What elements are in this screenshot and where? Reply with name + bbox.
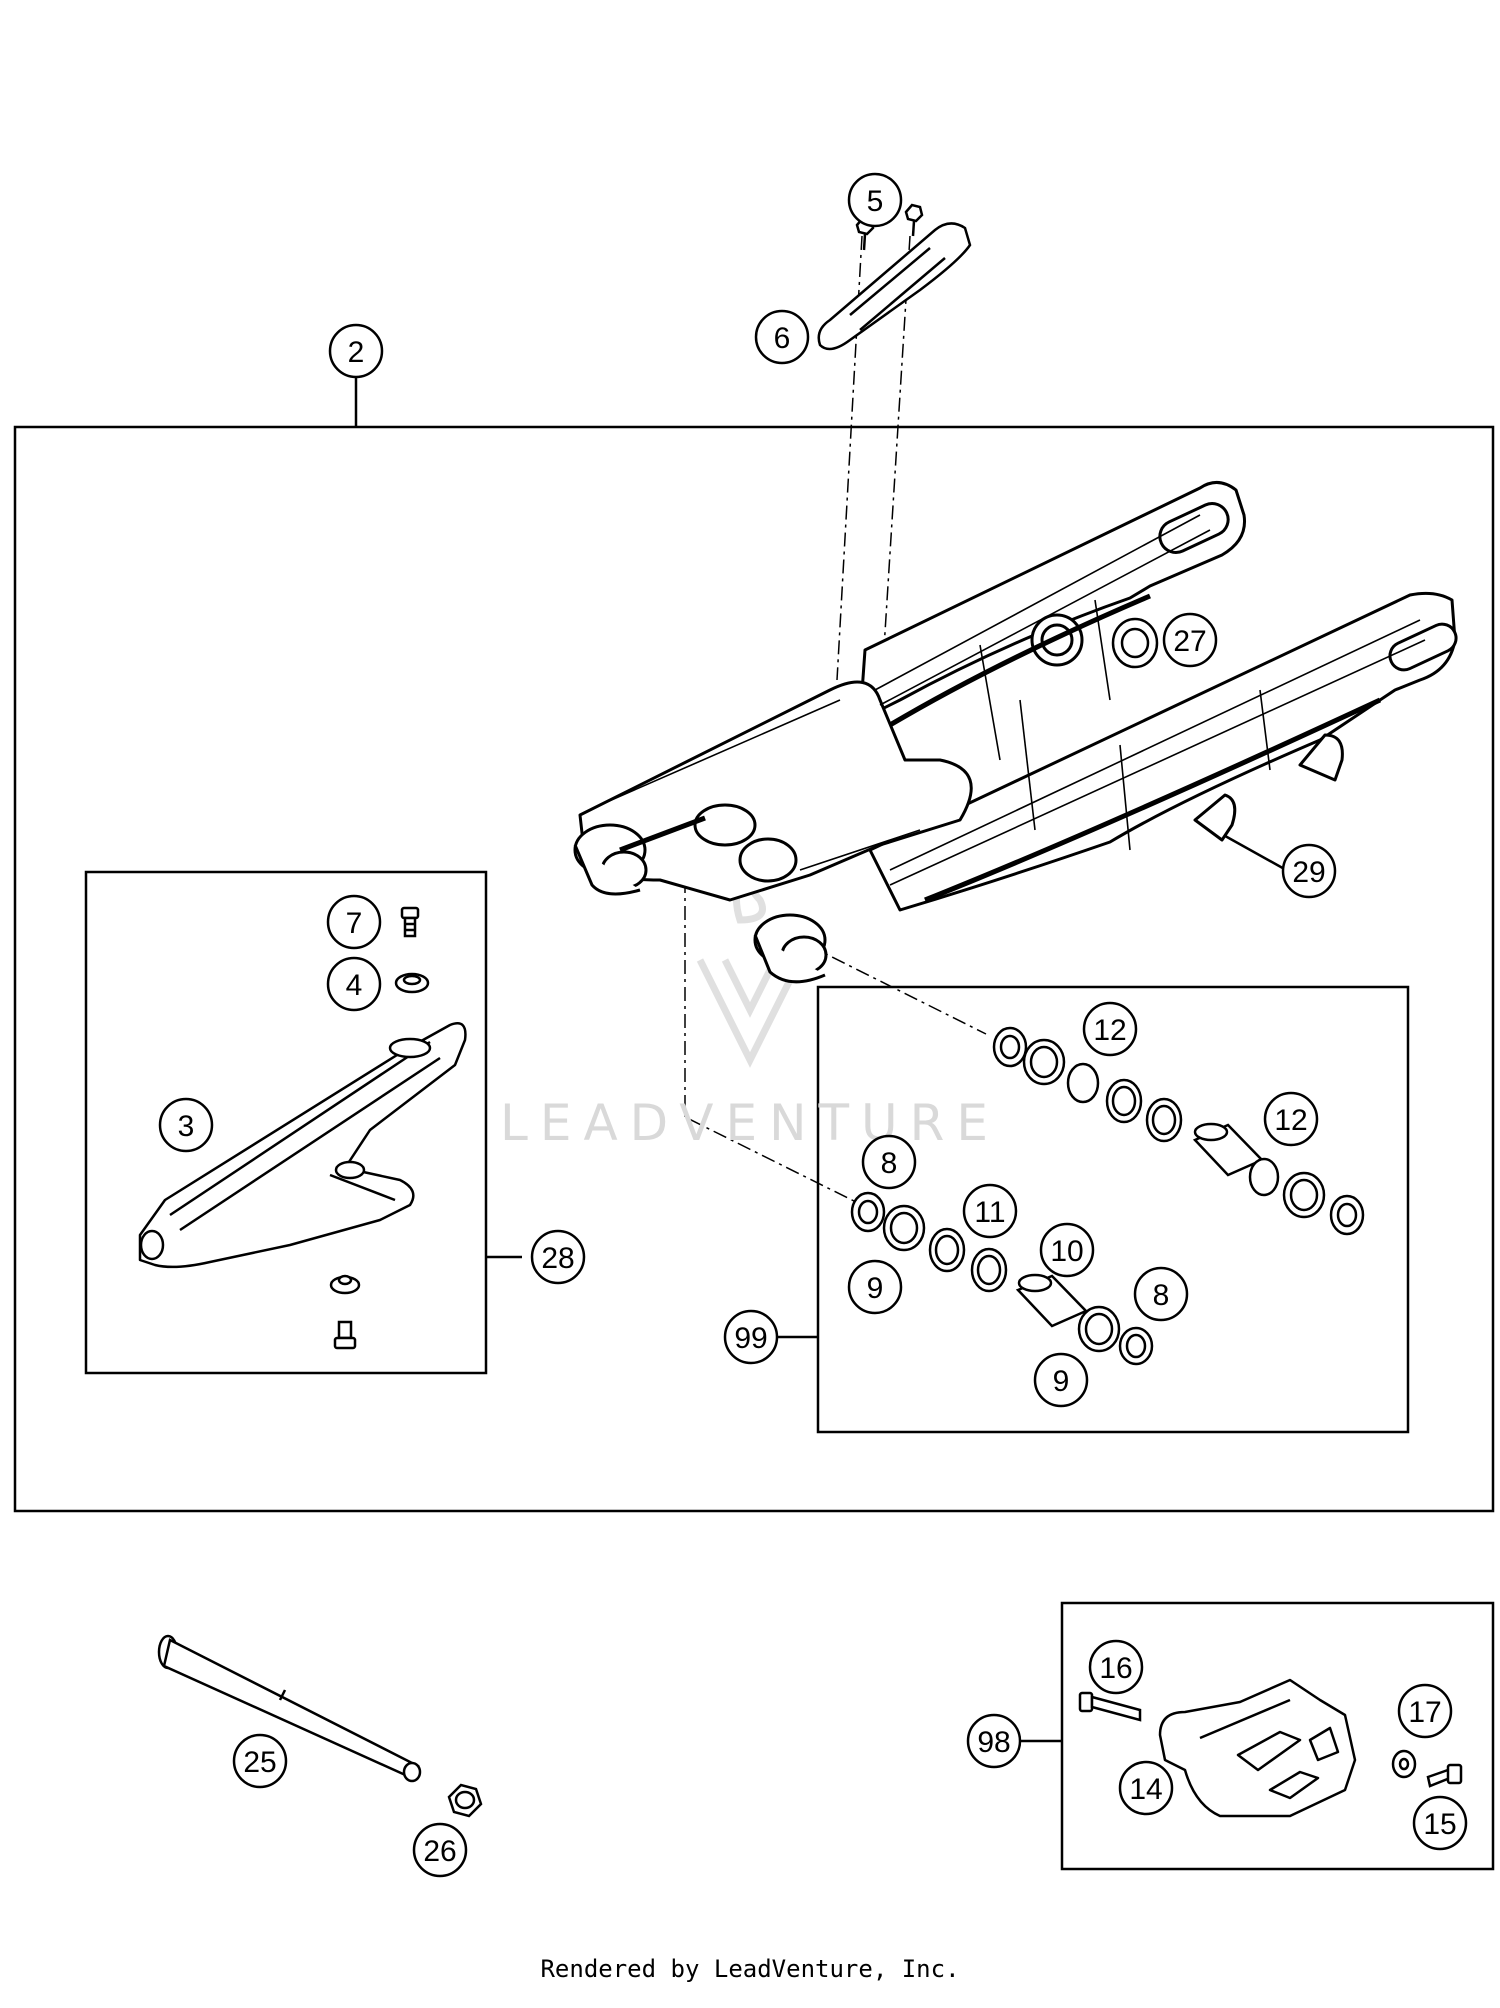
bearing-kit-lower-parts [850,1191,1154,1366]
callout-27: 27 [1173,625,1206,658]
swingarm-drawing [573,481,1458,984]
callout-98: 98 [977,1726,1010,1759]
callout-7: 7 [346,907,363,940]
chain-guide-14-drawing [1158,1678,1357,1818]
washer-4-drawing [394,972,430,994]
lower-washer-drawing [329,1274,361,1295]
box-chain-guide-kit [1060,1601,1495,1871]
box-bearing-kit [816,985,1410,1434]
callout-12: 12 [1274,1104,1307,1137]
footer-credit: Rendered by LeadVenture, Inc. [540,1955,960,1983]
nut-26-drawing [447,1783,483,1818]
bolt-15-drawing [1426,1763,1463,1788]
callout-6: 6 [774,322,791,355]
callout-99: 99 [734,1322,767,1355]
callout-26: 26 [423,1835,456,1868]
lower-bolt-drawing [333,1320,357,1350]
callout-5: 5 [867,185,884,218]
pivot-axle-25-drawing [157,1634,422,1783]
callout-29: 29 [1292,856,1325,889]
callout-8: 8 [1153,1279,1170,1312]
box-chain-slider-kit [84,870,488,1375]
callout-12: 12 [1093,1014,1126,1047]
callout-14: 14 [1129,1773,1162,1806]
callout-10: 10 [1050,1235,1083,1268]
guard-6-drawing [817,222,972,351]
callout-16: 16 [1099,1652,1132,1685]
chain-slider-3-drawing [138,1022,467,1269]
callout-8: 8 [881,1147,898,1180]
callout-4: 4 [346,969,363,1002]
bearing-27-drawing [1111,617,1159,669]
washer-17-drawing [1391,1749,1417,1779]
callout-28: 28 [541,1242,574,1275]
bearing-kit-upper-parts [992,1026,1365,1236]
bolt-16-drawing [1078,1691,1142,1722]
callout-17: 17 [1408,1696,1441,1729]
watermark-text: LEADVENTURE [500,1094,1000,1152]
callout-3: 3 [178,1110,195,1143]
callout-2: 2 [348,336,365,369]
box-swingarm-assembly [13,425,1495,1513]
callout-11: 11 [974,1196,1005,1229]
bolt-7-drawing [400,906,420,938]
callout-15: 15 [1423,1808,1456,1841]
callout-9: 9 [867,1272,884,1305]
callout-9: 9 [1053,1365,1070,1398]
callout-25: 25 [243,1746,276,1779]
